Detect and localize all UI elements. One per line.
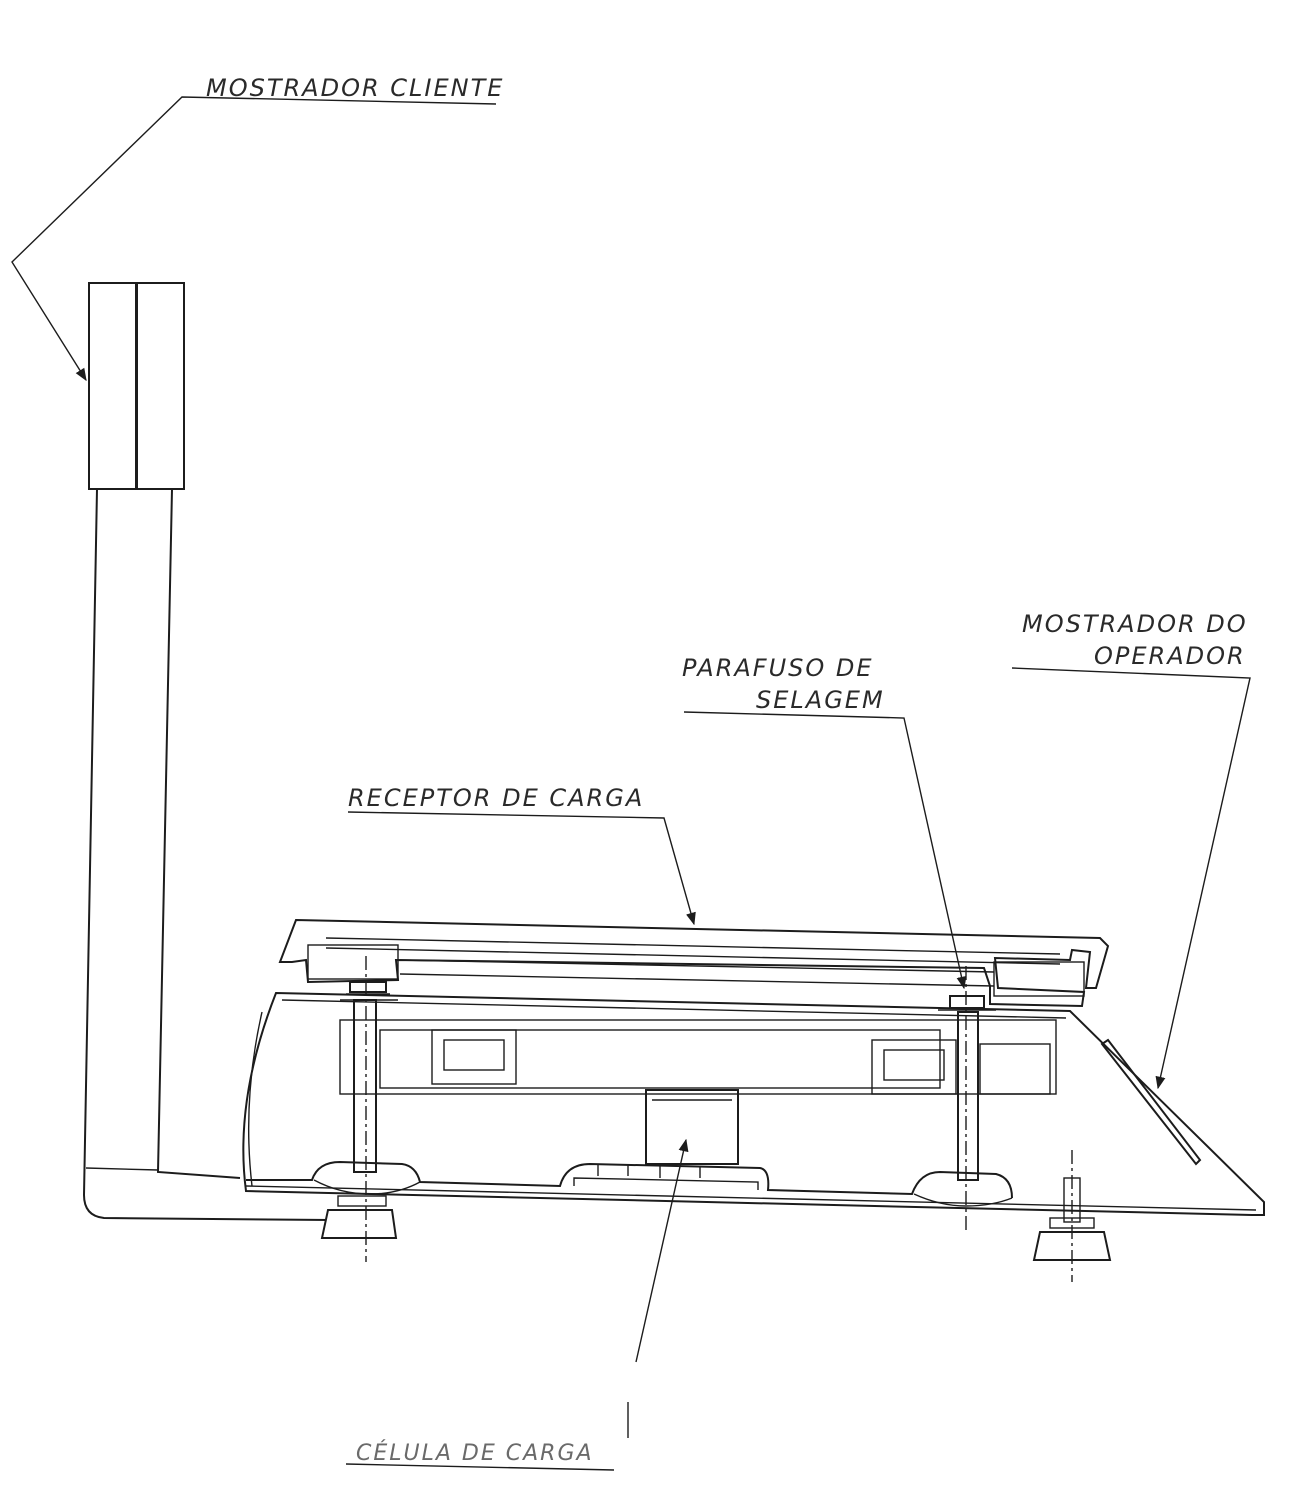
right-screw-assembly	[938, 966, 996, 1234]
left-screw-head	[349, 981, 387, 993]
customer-display-right-panel	[136, 282, 185, 490]
base-right-foot-seat	[913, 1193, 1013, 1207]
housing-top-edge	[281, 999, 1067, 1019]
left-foot-nut	[337, 1195, 387, 1207]
load-cell-leader	[635, 1138, 689, 1363]
electronics-box	[979, 1043, 1051, 1095]
right-foot-assembly	[1032, 1150, 1112, 1282]
operator-display-label-line2: OPERADOR	[1094, 642, 1246, 670]
customer-display-label: MOSTRADOR CLIENTE	[206, 74, 504, 102]
base-center-ribs	[597, 1164, 701, 1178]
platter-top-inner-line	[325, 937, 1061, 955]
load-cell-right-slot	[883, 1049, 945, 1081]
pole-outer-line	[82, 488, 331, 1221]
base-center-rib	[573, 1177, 759, 1190]
housing-bottom-edge	[245, 1185, 1257, 1211]
load-cell-left-block	[431, 1029, 517, 1085]
left-screw-shaft	[353, 999, 377, 1173]
platter-frame-line	[399, 973, 995, 987]
load-cell-mount	[645, 1089, 739, 1165]
labels: MOSTRADOR CLIENTE MOSTRADOR DO OPERADOR …	[206, 74, 1248, 1466]
right-screw-shaft	[957, 1011, 979, 1181]
platter-outline	[278, 918, 1110, 1008]
load-receptor-label: RECEPTOR DE CARGA	[348, 784, 644, 812]
customer-display-left-panel	[88, 282, 137, 490]
housing-front-curve	[247, 1011, 263, 1187]
base-left-foot-seat	[313, 1179, 421, 1195]
operator-display-window	[1100, 1038, 1202, 1166]
load-cell-right-block	[871, 1039, 957, 1095]
platter-lip-line	[325, 947, 1061, 965]
sealing-screw-leader	[683, 711, 967, 990]
left-screw-assembly	[320, 956, 398, 1262]
customer-display-column	[82, 282, 331, 1221]
load-receptor-platter	[278, 918, 1110, 1008]
sealing-screw-label-line2: SELAGEM	[756, 686, 885, 714]
load-receptor-leader	[347, 811, 696, 926]
load-cell-label-underline	[345, 1402, 629, 1471]
customer-display-leader	[11, 96, 497, 382]
load-cell-left-slot	[443, 1039, 505, 1071]
sealing-screw-label-line1: PARAFUSO DE	[682, 654, 874, 682]
pole-base-joint	[85, 1167, 159, 1171]
housing-outline	[242, 991, 1265, 1216]
platter-right-support	[993, 961, 1085, 997]
scale-housing	[242, 991, 1265, 1216]
leader-lines	[11, 96, 1251, 1471]
inner-frame	[339, 1019, 1057, 1095]
load-cell-beam	[379, 1029, 941, 1089]
operator-display-label-line1: MOSTRADOR DO	[1022, 610, 1248, 638]
base-rib-profile	[246, 1160, 1013, 1199]
operator-display-leader	[1011, 667, 1251, 1090]
right-screw-head	[949, 995, 985, 1009]
left-foot	[320, 1209, 398, 1239]
pole-inner-line	[156, 488, 241, 1179]
platter-left-support	[307, 944, 399, 980]
platter-underside-line	[399, 959, 995, 973]
load-cell-label: CÉLULA DE CARGA	[356, 1440, 594, 1466]
